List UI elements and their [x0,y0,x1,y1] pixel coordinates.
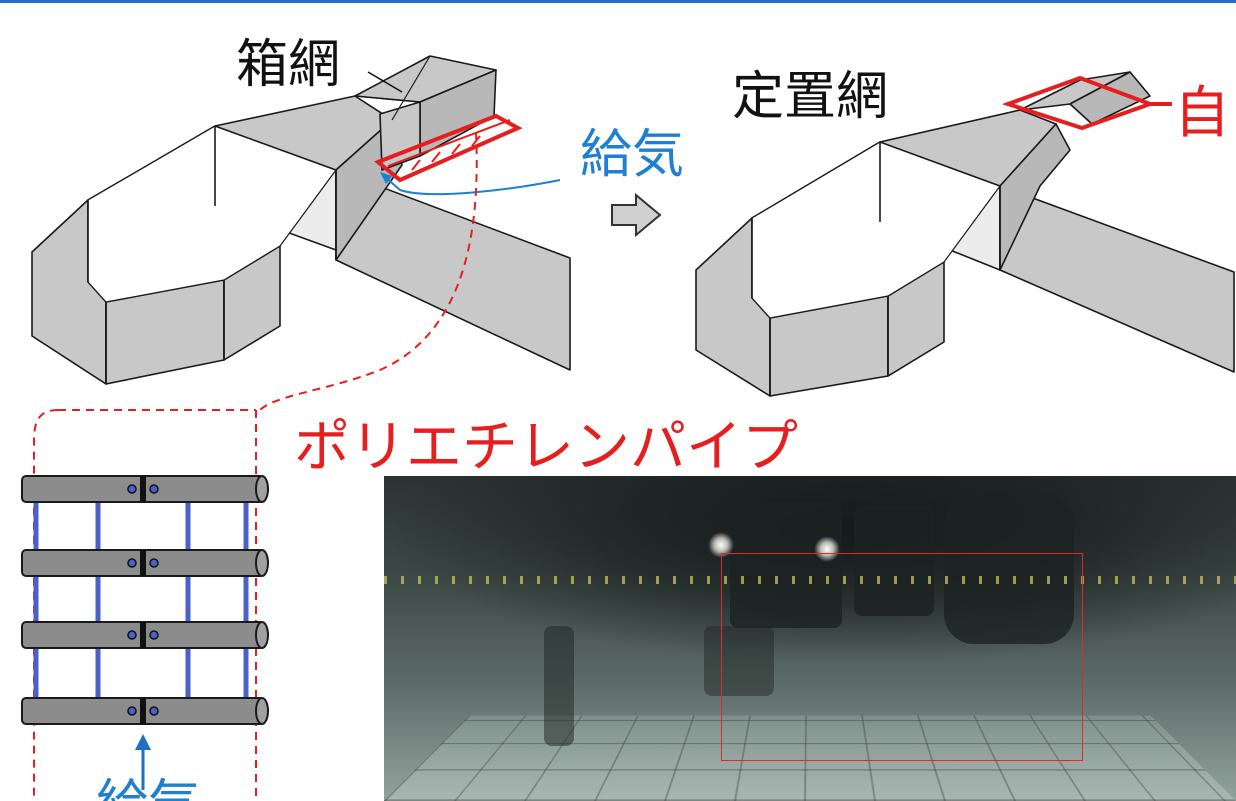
connector-rods [36,502,246,710]
photo-highlight-box [721,553,1083,761]
underwater-photo [384,476,1236,801]
air-supply-label: 給気 [580,125,684,185]
fixed-net-label: 定置網 [732,67,888,127]
air-supply-pointer [384,176,560,194]
pe-pipe-grid [22,476,268,724]
pe-pipe-row [22,476,268,502]
left-set-net [32,56,570,384]
transition-arrow [612,195,660,235]
auto-cut-label: 自 [1174,81,1230,146]
pe-pipe-row [22,622,268,648]
pe-pipe-label: ポリエチレンパイプ [294,415,798,480]
bottom-air-label: 給気 [96,775,200,801]
pe-pipe-row [22,698,268,724]
pe-pipe-row [22,550,268,576]
box-net-label: 箱網 [236,35,340,95]
right-net-leader [1000,186,1234,372]
